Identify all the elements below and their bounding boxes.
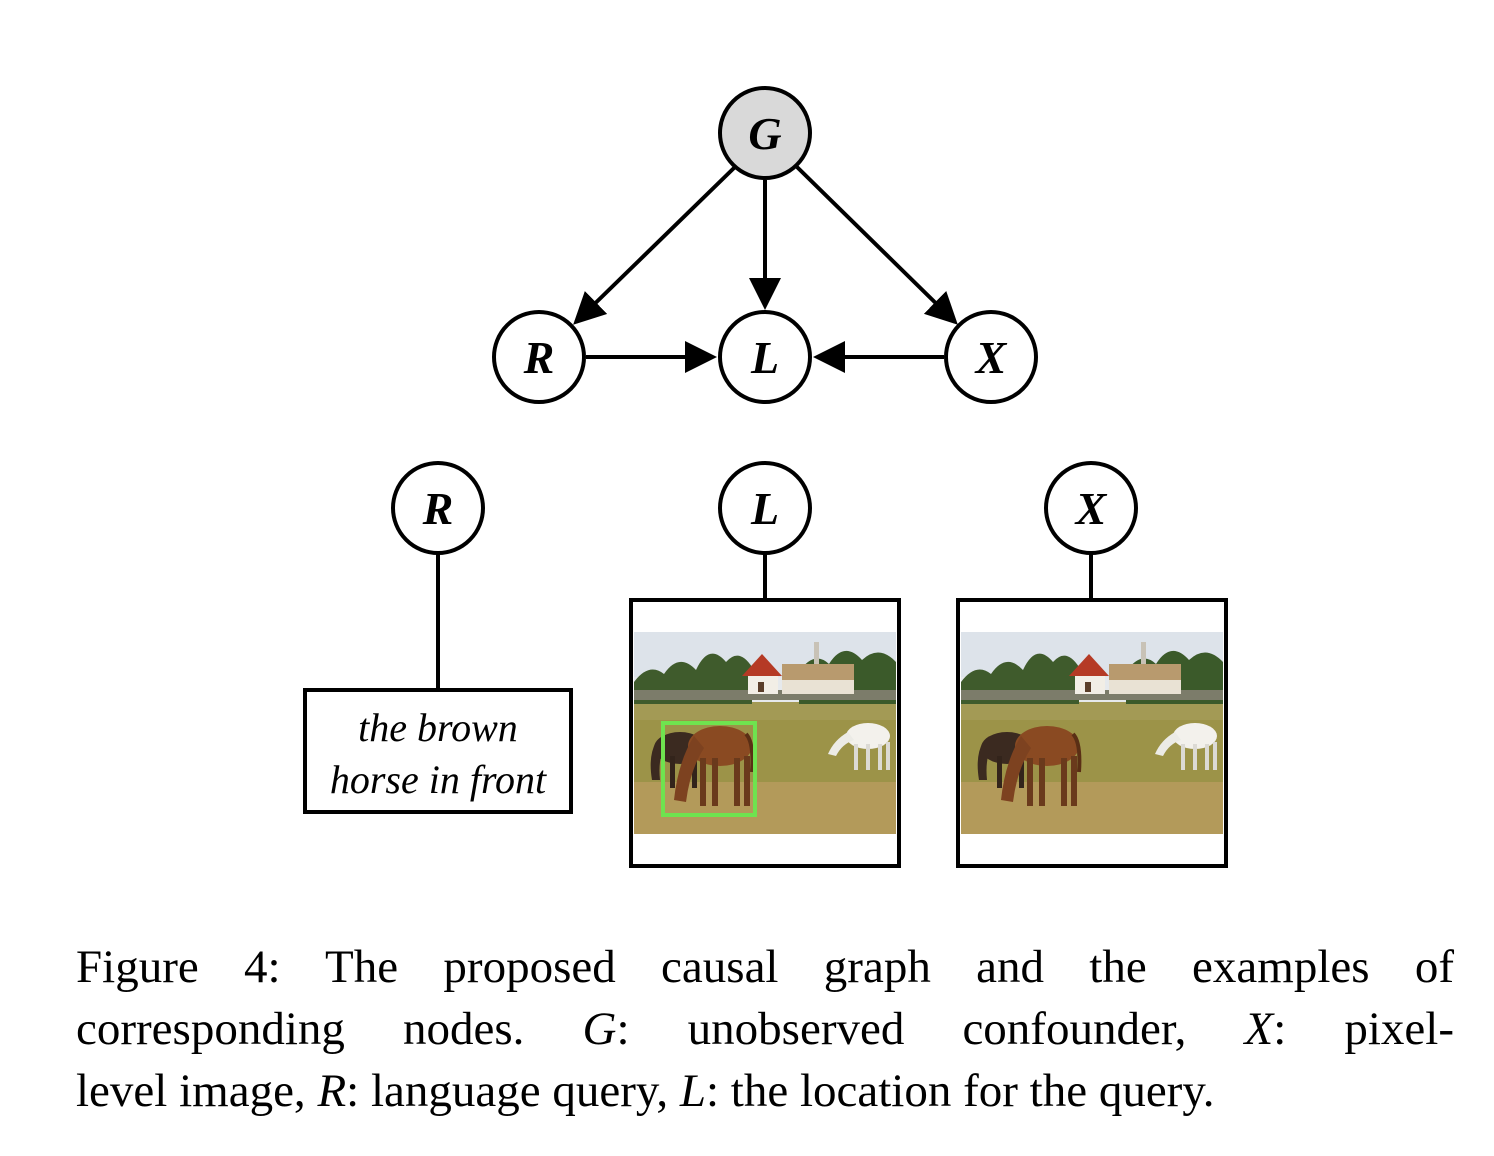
query-text-line2: horse in front	[330, 757, 547, 802]
node-l: L	[718, 310, 812, 404]
causal-graph: G R L X	[492, 86, 1038, 404]
node-g-circle	[718, 86, 812, 180]
edge-g-to-x	[795, 165, 958, 325]
example-r: R the brown horse in front	[303, 461, 573, 814]
horses-image	[961, 632, 1223, 834]
grounding-bounding-box	[661, 721, 757, 817]
node-x: X	[944, 310, 1038, 404]
node-r-circle	[492, 310, 586, 404]
caption-line-3: level image, R: language query, L: the l…	[76, 1065, 1215, 1117]
node-l-label: L	[750, 332, 779, 383]
example-l-label: L	[750, 483, 779, 534]
node-g: G	[718, 86, 812, 180]
query-box	[303, 688, 573, 814]
figure-caption: Figure 4: The proposed causal graph and …	[76, 936, 1454, 1122]
node-l-circle	[718, 310, 812, 404]
horses-image-with-box	[634, 632, 896, 834]
caption-line-2: corresponding nodes. G: unobserved confo…	[76, 1003, 1454, 1055]
query-text-line1: the brown	[358, 705, 518, 750]
example-r-label: R	[422, 483, 454, 534]
example-l: L	[629, 461, 901, 868]
node-x-label: X	[974, 332, 1008, 383]
node-g-label: G	[748, 108, 781, 159]
caption-line-1: Figure 4: The proposed causal graph and …	[76, 941, 1454, 993]
node-r: R	[492, 310, 586, 404]
example-x: X	[956, 461, 1228, 868]
node-x-circle	[944, 310, 1038, 404]
example-x-label: X	[1074, 483, 1108, 534]
node-r-label: R	[523, 332, 555, 383]
edge-g-to-r	[573, 165, 737, 325]
